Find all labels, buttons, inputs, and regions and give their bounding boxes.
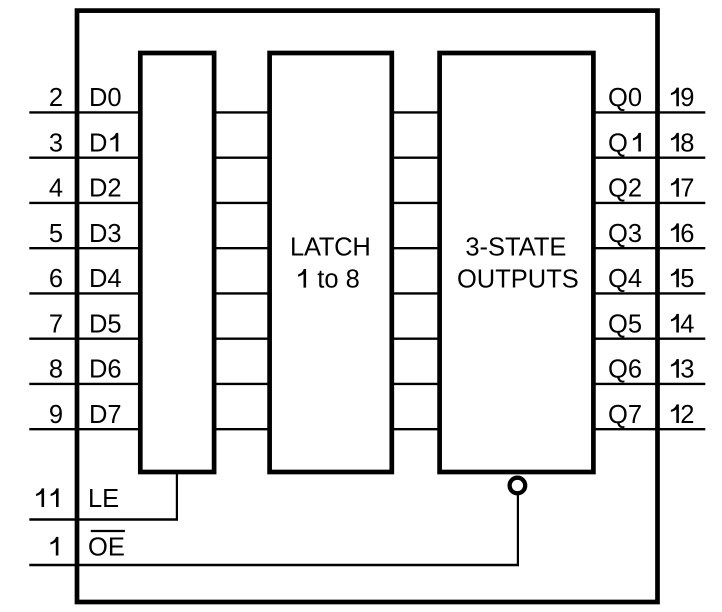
svg-text:OE: OE — [88, 534, 125, 562]
svg-text:2: 2 — [680, 401, 694, 429]
svg-text:LATCH: LATCH — [290, 233, 371, 261]
svg-text:8: 8 — [49, 356, 63, 384]
svg-text:Q4: Q4 — [608, 265, 642, 293]
svg-text:D7: D7 — [89, 401, 122, 429]
svg-text:D2: D2 — [89, 175, 122, 203]
svg-text:6: 6 — [680, 220, 694, 248]
svg-text:7: 7 — [680, 175, 694, 203]
svg-text:6: 6 — [49, 265, 63, 293]
svg-text:D: D — [89, 129, 107, 157]
svg-text:5: 5 — [49, 220, 63, 248]
svg-text:Q2: Q2 — [608, 175, 642, 203]
svg-text:Q7: Q7 — [608, 401, 642, 429]
svg-text:4: 4 — [49, 175, 63, 203]
svg-text:5: 5 — [680, 265, 694, 293]
svg-text:D3: D3 — [89, 220, 122, 248]
svg-text:Q5: Q5 — [608, 310, 642, 338]
svg-text:7: 7 — [49, 310, 63, 338]
svg-text:9: 9 — [49, 401, 63, 429]
svg-text:D5: D5 — [89, 310, 122, 338]
svg-text:3: 3 — [49, 129, 63, 157]
svg-text:OUTPUTS: OUTPUTS — [457, 266, 579, 294]
svg-text:8: 8 — [680, 129, 694, 157]
svg-text:3: 3 — [680, 356, 694, 384]
svg-text:to 8: to 8 — [317, 266, 360, 294]
svg-text:LE: LE — [88, 485, 119, 513]
svg-text:9: 9 — [680, 84, 694, 112]
svg-text:Q: Q — [608, 129, 628, 157]
svg-text:4: 4 — [680, 310, 694, 338]
svg-text:D0: D0 — [89, 84, 122, 112]
svg-text:Q3: Q3 — [608, 220, 642, 248]
svg-text:3-STATE: 3-STATE — [465, 233, 566, 261]
svg-text:Q0: Q0 — [608, 84, 642, 112]
svg-text:2: 2 — [49, 84, 63, 112]
svg-text:Q6: Q6 — [608, 356, 642, 384]
svg-text:D6: D6 — [89, 356, 122, 384]
svg-text:D4: D4 — [89, 265, 122, 293]
